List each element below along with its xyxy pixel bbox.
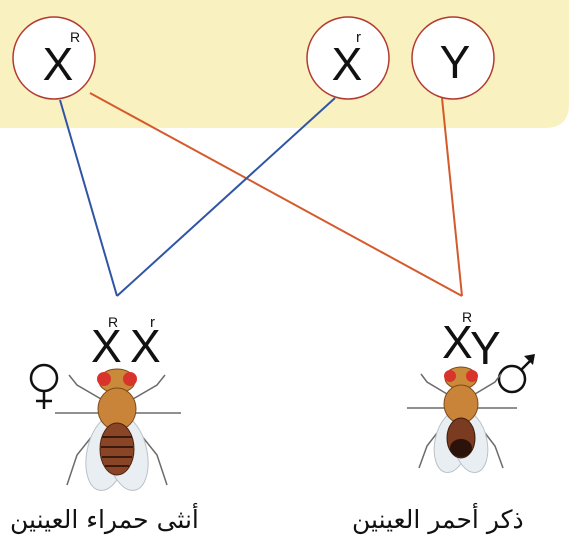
gamete-XR-base: X	[43, 38, 74, 90]
male-symbol-icon	[497, 354, 535, 394]
female-genotype: X R X r	[91, 314, 161, 372]
female-genotype-sup-1: R	[108, 314, 118, 330]
fly-female-icon	[55, 368, 181, 491]
female-symbol-icon	[29, 363, 59, 409]
male-label: ذكر أحمر العينين	[352, 505, 524, 534]
male-genotype-sup-1: R	[462, 309, 472, 325]
male-genotype-base-2: Y	[470, 322, 501, 374]
line-Xr-to-female	[116, 97, 336, 297]
male-genotype: X R Y	[442, 309, 501, 374]
male-genotype-base-1: X	[442, 316, 473, 368]
female-genotype-sup-2: r	[150, 314, 155, 331]
gamete-XR-sup: R	[70, 29, 80, 45]
line-XR-to-female	[59, 99, 118, 297]
fly-male-icon	[407, 366, 517, 474]
line-Y-to-male	[441, 97, 463, 297]
line-XR-to-male	[89, 92, 463, 297]
gamete-Xr: X r	[306, 16, 390, 100]
female-genotype-base-2: X	[130, 320, 161, 372]
gamete-Xr-sup: r	[356, 29, 361, 46]
female-label: أنثى حمراء العينين	[10, 505, 199, 534]
gamete-Y: Y	[411, 16, 495, 100]
gamete-XR: X R	[12, 16, 96, 100]
gamete-Xr-base: X	[332, 38, 363, 90]
gamete-Y-base: Y	[440, 36, 471, 88]
female-genotype-base-1: X	[91, 320, 122, 372]
